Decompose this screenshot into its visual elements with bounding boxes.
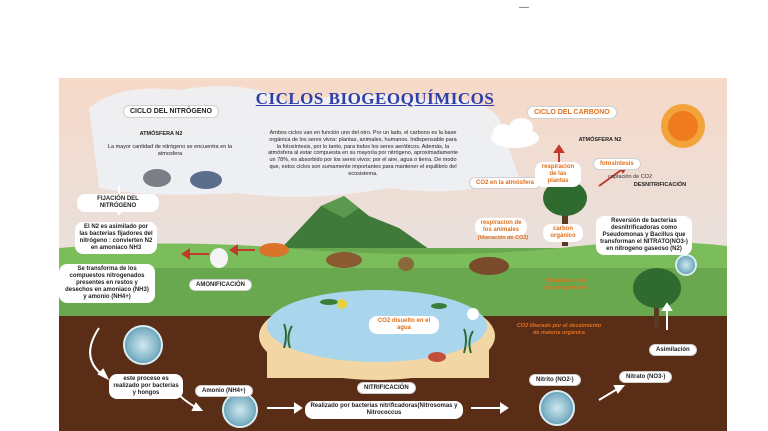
tree — [543, 180, 587, 246]
nitrate-label: Nitrato (NO3-) — [619, 371, 673, 383]
carbon-atmosphere-label: ATMÓSFERA N2 — [578, 137, 622, 143]
microbe-1 — [123, 325, 163, 365]
organic-carbon-label: carbon orgánico — [543, 224, 583, 242]
denitrification-label: DESNITRIFICACIÓN — [633, 182, 687, 188]
microbe-4 — [675, 254, 697, 276]
photosynthesis-label: fotosíntesis — [593, 158, 641, 170]
rabbit — [210, 248, 228, 268]
animal-respiration-label: respiracion de los animales — [475, 218, 527, 236]
sun — [661, 104, 705, 148]
nitrogen-assimilation-desc: El N2 es asimilado por las bacterias fij… — [75, 222, 157, 254]
co2-water-label: CO2 disuelto en el agua — [369, 316, 439, 334]
biogeochemical-poster: CICLOS BIOGEOQUÍMICOS CICLO DEL NITRÓGEN… — [59, 78, 727, 431]
organisms-label: Organismos en descomposición — [543, 278, 587, 291]
co2-atmosphere-label: CO2 en la atmósfera — [469, 177, 542, 189]
small-tree — [633, 268, 681, 328]
background-scene — [59, 78, 727, 431]
storm-cloud — [143, 169, 222, 189]
page-mark: — — [519, 2, 529, 13]
ammonium-label: Amonio (NH4+) — [195, 385, 253, 397]
mountain — [274, 196, 439, 256]
microbe-2 — [222, 392, 258, 428]
co2-release-label: (liberación de CO2) — [477, 235, 529, 241]
ammonification-label: AMONIFICACIÓN — [189, 279, 252, 291]
nitrification-label: NITRIFICACIÓN — [357, 382, 416, 394]
white-flower — [467, 308, 479, 320]
microbe-3 — [539, 390, 575, 426]
assimilation-label: Asimilación — [649, 344, 697, 356]
deer — [326, 252, 362, 268]
co2-uptake-label: captación de CO2 — [607, 174, 653, 180]
bacteria-process-label: este proceso es realizado por bacterias … — [109, 374, 183, 399]
nitrification-desc: Realizado por bacterias nitrificadoras(N… — [305, 401, 463, 419]
intro-paragraph: Ambos ciclos van en función uno del otro… — [268, 130, 458, 177]
nitrogen-atmosphere-desc: La mayor cantidad de nitrógeno se encuen… — [107, 144, 233, 157]
nitrogen-atmosphere-label: ATMÓSFERA N2 — [139, 131, 183, 137]
crab — [428, 352, 446, 362]
plant-respiration-label: respiracion de las plantas — [535, 162, 581, 187]
nitrogen-transform-desc: Se transforma de los compuestos nitrogen… — [59, 264, 155, 303]
water-lily — [337, 299, 347, 309]
horse — [469, 257, 509, 275]
nitrogen-fixation-label: FIJACIÓN DEL NITRÓGENO — [77, 194, 159, 212]
co2-decay-label: CO2 liberado por el decaimiento de mater… — [516, 323, 602, 336]
nitrogen-cycle-header: CICLO DEL NITRÓGENO — [123, 105, 219, 118]
cloud-carbon — [491, 118, 539, 148]
fox — [259, 243, 289, 257]
squirrel — [398, 257, 414, 271]
denitrification-desc: Reversión de bacterias desnitrificadoras… — [596, 216, 692, 255]
carbon-cycle-header: CICLO DEL CARBONO — [527, 106, 617, 119]
poster-title: CICLOS BIOGEOQUÍMICOS — [255, 89, 495, 108]
nitrite-label: Nitrito (NO2-) — [529, 374, 581, 386]
